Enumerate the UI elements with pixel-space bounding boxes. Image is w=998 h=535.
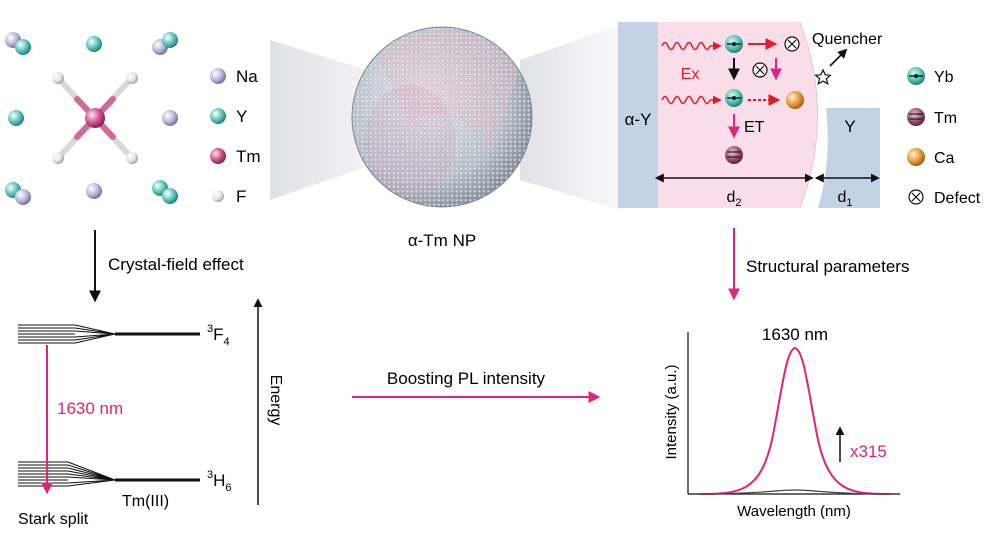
energy-diagram: 3F4 3H6 1630 nm Stark split Tm(III) Ener… xyxy=(18,298,284,528)
outer-region-label: Y xyxy=(844,117,855,136)
legend-ca-label: Ca xyxy=(934,150,955,167)
legend-y-label: Y xyxy=(236,107,247,126)
energy-axis-label: Energy xyxy=(267,375,284,426)
ion-label: Tm(III) xyxy=(122,493,169,510)
nanoparticle xyxy=(351,26,533,208)
legend-tm-label: Tm xyxy=(236,147,261,166)
legend-tm-ion-swatch xyxy=(907,108,925,126)
spectrum-xlabel: Wavelength (nm) xyxy=(737,503,851,520)
legend-tm-ion-label: Tm xyxy=(934,110,957,127)
stark-label: Stark split xyxy=(18,511,89,528)
defect-2 xyxy=(752,62,768,78)
outer-shell-region xyxy=(818,108,880,208)
tm-ion xyxy=(725,146,743,164)
legend-ca-swatch xyxy=(907,148,925,166)
ex-label: Ex xyxy=(681,66,700,83)
legend-defect-label: Defect xyxy=(934,190,981,207)
excitation-wave-1 xyxy=(661,41,711,51)
yb-ion-1 xyxy=(725,35,743,53)
legend-f-swatch xyxy=(212,190,224,202)
crystal-field-label: Crystal-field effect xyxy=(108,255,244,274)
defect-1 xyxy=(784,36,800,52)
lower-level-label: 3H6 xyxy=(207,469,232,494)
boost-label: Boosting PL intensity xyxy=(387,369,546,388)
crystal-lattice xyxy=(5,32,178,205)
inner-region-label: α-Y xyxy=(625,110,652,129)
legend-yb-swatch xyxy=(907,67,925,85)
ca-ion xyxy=(786,91,804,109)
species-legend: Yb Tm Ca Defect xyxy=(907,67,981,207)
et-label: ET xyxy=(744,119,765,136)
yb-ion-2 xyxy=(725,89,743,107)
zoom-cone-right xyxy=(520,25,620,210)
spectrum-plot: 1630 nm x315 Intensity (a.u.) Wavelength… xyxy=(663,325,900,520)
transition-label: 1630 nm xyxy=(57,399,123,418)
legend-tm-swatch xyxy=(210,148,226,164)
boosted-spectrum-line xyxy=(699,346,891,495)
np-label: α-Tm NP xyxy=(408,231,476,250)
legend-na-label: Na xyxy=(236,67,258,86)
legend-defect-icon xyxy=(908,189,924,205)
lattice-legend: Na Y Tm F xyxy=(210,67,261,206)
inner-shell-region xyxy=(618,22,658,208)
structural-label: Structural parameters xyxy=(746,257,909,276)
shell-schematic: α-Y Y Ex xyxy=(618,21,883,209)
legend-yb-label: Yb xyxy=(934,69,954,86)
peak-label: 1630 nm xyxy=(762,325,828,344)
d2-label: d2 xyxy=(726,189,741,209)
upper-level-label: 3F4 xyxy=(207,323,230,348)
baseline-spectrum-line xyxy=(699,489,891,495)
quencher-label: Quencher xyxy=(812,31,883,48)
spectrum-ylabel: Intensity (a.u.) xyxy=(663,364,680,459)
legend-f-label: F xyxy=(236,187,246,206)
excitation-wave-2 xyxy=(661,95,711,105)
legend-na-swatch xyxy=(210,68,226,84)
quencher-icon xyxy=(814,68,832,86)
legend-y-swatch xyxy=(210,108,226,124)
factor-label: x315 xyxy=(850,442,887,461)
d1-label: d1 xyxy=(837,189,852,209)
